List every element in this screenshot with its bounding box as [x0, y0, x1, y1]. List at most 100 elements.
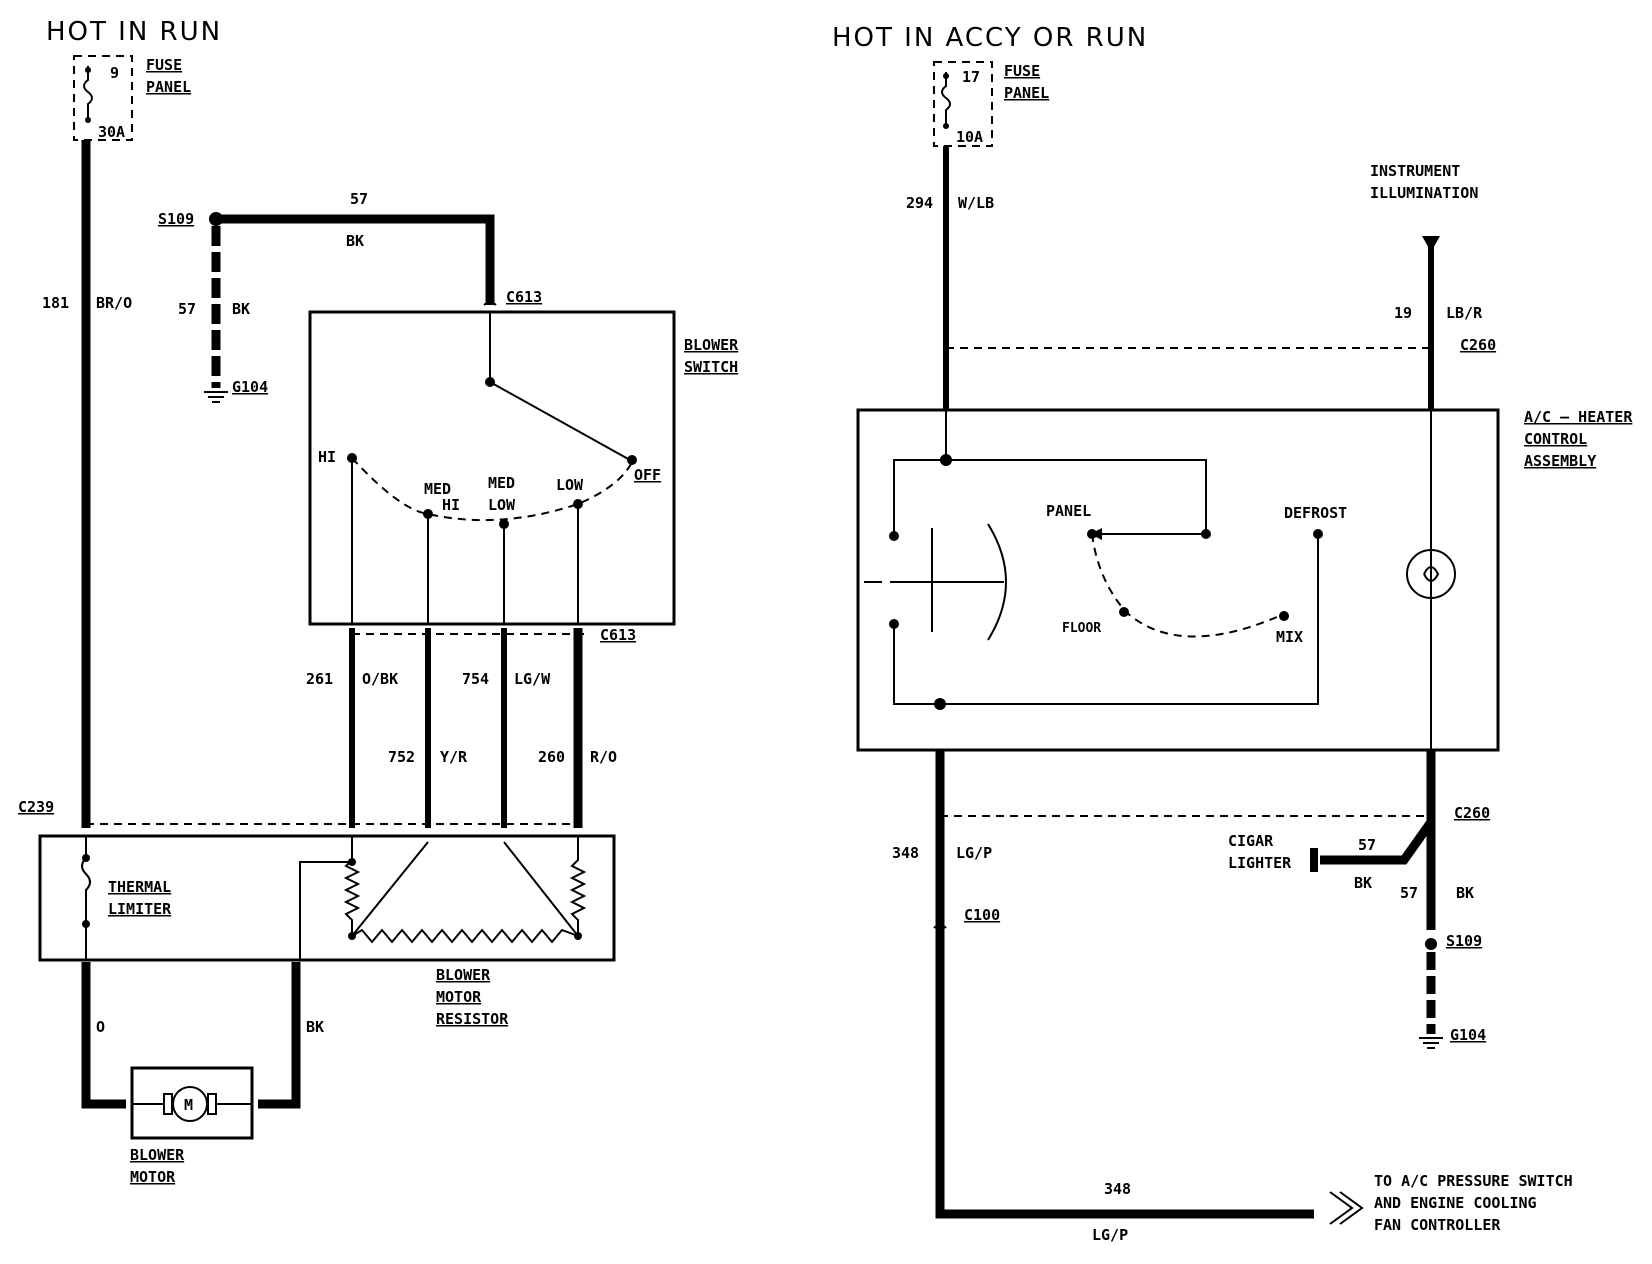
- control-assembly-box: [856, 408, 1500, 752]
- wire-752-number: 752: [388, 748, 415, 766]
- left-ground-icon: [204, 391, 228, 403]
- left-s109-label: S109: [158, 210, 194, 228]
- wire-348-color: LG/P: [956, 844, 992, 862]
- left-fuse-label-2: PANEL: [146, 78, 191, 96]
- right-s109-label: S109: [1446, 932, 1482, 950]
- wire-754-number: 754: [462, 670, 489, 688]
- wire-260-number: 260: [538, 748, 565, 766]
- wire-bk: [258, 962, 301, 1109]
- pos-medhi-1: MED: [424, 480, 451, 498]
- wire-294-color: W/LB: [958, 194, 994, 212]
- resistor-network: [299, 836, 587, 960]
- right-fuse-label-2: PANEL: [1004, 84, 1049, 102]
- blower-switch-box: [308, 310, 676, 626]
- resistor-label-2: MOTOR: [436, 988, 482, 1006]
- motor-icon: [172, 1086, 208, 1122]
- c100-connector: [933, 924, 947, 929]
- wire-57-left-number: 57: [178, 300, 196, 318]
- wire-181-number: 181: [42, 294, 69, 312]
- c613-bottom-label: C613: [600, 626, 636, 644]
- left-fuse-label-1: FUSE: [146, 56, 182, 74]
- c260-bottom-label: C260: [1454, 804, 1490, 822]
- wire-57-top: [216, 214, 495, 305]
- c100-label: C100: [964, 906, 1000, 924]
- right-fuse-label-1: FUSE: [1004, 62, 1040, 80]
- blower-switch-label-2: SWITCH: [684, 358, 738, 376]
- right-fuse-number: 17: [962, 68, 980, 86]
- wire-348-number: 348: [892, 844, 919, 862]
- left-fuse-box: [73, 55, 133, 141]
- right-fuse-rating: 10A: [956, 128, 983, 146]
- pos-medhi-2: HI: [442, 496, 460, 514]
- illumination-bulb-icon: [1406, 549, 1456, 599]
- wire-57-lighter-number: 57: [1358, 836, 1376, 854]
- right-g104-label: G104: [1450, 1026, 1486, 1044]
- left-fuse-icon: [83, 66, 93, 120]
- mode-mix: MIX: [1276, 628, 1303, 646]
- wire-348-bottom-number: 348: [1104, 1180, 1131, 1198]
- mode-defrost: DEFROST: [1284, 504, 1347, 522]
- cigar-lighter-label-1: CIGAR: [1228, 832, 1274, 850]
- pos-hi: HI: [318, 448, 336, 466]
- right-ground-icon: [1419, 1037, 1443, 1049]
- wire-19-color: LB/R: [1446, 304, 1483, 322]
- wire-752-color: Y/R: [440, 748, 468, 766]
- pos-off: OFF: [634, 466, 661, 484]
- left-title: HOT IN RUN: [46, 17, 222, 47]
- left-fuse-number: 9: [110, 64, 119, 82]
- wire-57-down-number: 57: [1400, 884, 1418, 902]
- wire-294-number: 294: [906, 194, 933, 212]
- wire-260-color: R/O: [590, 748, 617, 766]
- thermal-limiter-label-1: THERMAL: [108, 878, 171, 896]
- switch-wiper: [489, 381, 631, 461]
- wire-348: [935, 750, 1314, 1219]
- control-assembly-label-2: CONTROL: [1524, 430, 1587, 448]
- mode-panel: PANEL: [1046, 502, 1091, 520]
- wire-bk-label: BK: [306, 1018, 324, 1036]
- wire-181-color: BR/O: [96, 294, 132, 312]
- switch-arc: [351, 457, 633, 522]
- control-assembly-label-3: ASSEMBLY: [1524, 452, 1596, 470]
- illumination-label-1: INSTRUMENT: [1370, 162, 1460, 180]
- wire-348-bottom-color: LG/P: [1092, 1226, 1128, 1244]
- destination-arrow-icon: [1329, 1191, 1354, 1225]
- right-fuse-icon: [941, 72, 951, 126]
- pos-low: LOW: [556, 476, 584, 494]
- wire-57-top-color: BK: [346, 232, 364, 250]
- control-internals: [864, 410, 1456, 750]
- c613-top-label: C613: [506, 288, 542, 306]
- wire-o: [81, 962, 126, 1109]
- c260-top-label: C260: [1460, 336, 1496, 354]
- blower-motor-label-1: BLOWER: [130, 1146, 185, 1164]
- wire-57-lighter-color: BK: [1354, 874, 1372, 892]
- resistor-label-3: RESISTOR: [436, 1010, 509, 1028]
- c239-label: C239: [18, 798, 54, 816]
- illumination-label-2: ILLUMINATION: [1370, 184, 1478, 202]
- blower-switch-label-1: BLOWER: [684, 336, 739, 354]
- right-title: HOT IN ACCY OR RUN: [832, 23, 1148, 53]
- wire-261-color: O/BK: [362, 670, 398, 688]
- destination-label-1: TO A/C PRESSURE SWITCH: [1374, 1172, 1573, 1190]
- wire-261-number: 261: [306, 670, 333, 688]
- left-fuse-rating: 30A: [98, 123, 125, 141]
- destination-label-2: AND ENGINE COOLING: [1374, 1194, 1537, 1212]
- wire-57-top-number: 57: [350, 190, 368, 208]
- resistor-label-1: BLOWER: [436, 966, 491, 984]
- wire-754-color: LG/W: [514, 670, 551, 688]
- wire-o-label: O: [96, 1018, 105, 1036]
- destination-label-3: FAN CONTROLLER: [1374, 1216, 1501, 1234]
- pos-medlow-2: LOW: [488, 496, 516, 514]
- control-assembly-label-1: A/C – HEATER: [1524, 408, 1633, 426]
- wire-19-number: 19: [1394, 304, 1412, 322]
- motor-symbol: M: [184, 1096, 193, 1114]
- wire-57-lighter: [1320, 819, 1435, 865]
- thermal-limiter-icon: [81, 836, 91, 906]
- mode-floor: FLOOR: [1062, 621, 1101, 636]
- right-fuse-box: [933, 61, 993, 147]
- thermal-limiter-label-2: LIMITER: [108, 900, 172, 918]
- pos-medlow-1: MED: [488, 474, 515, 492]
- right-s109-splice: [1425, 938, 1437, 950]
- left-g104-label: G104: [232, 378, 268, 396]
- wire-57-down-color: BK: [1456, 884, 1474, 902]
- wire-57-left-color: BK: [232, 300, 250, 318]
